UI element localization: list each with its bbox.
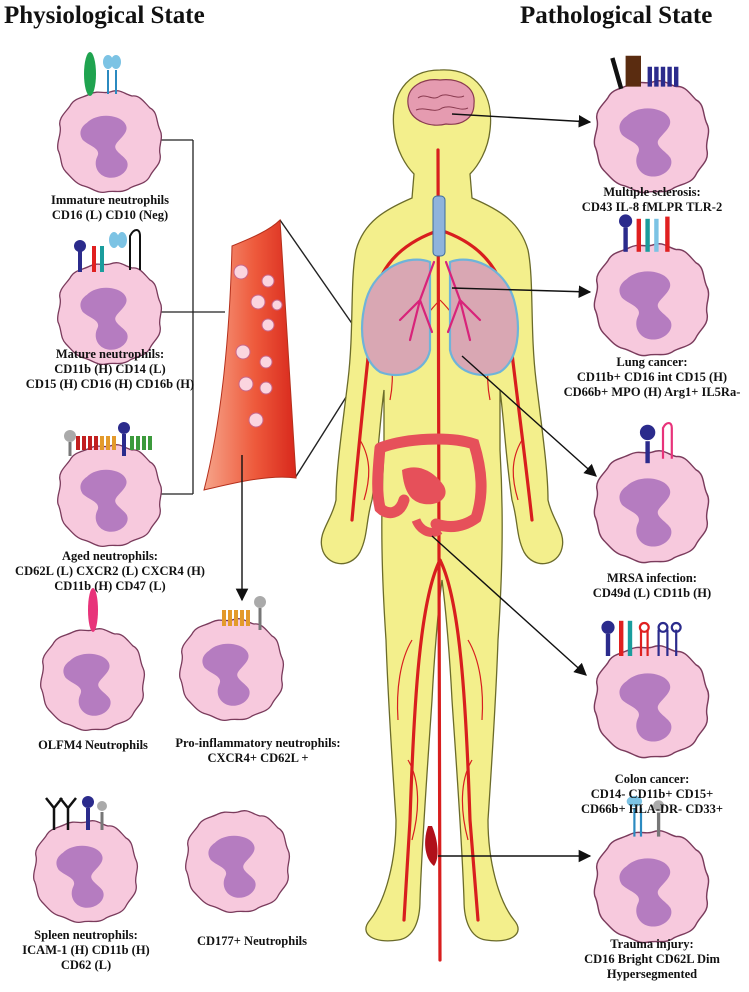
cell-label-line: Trauma injury: xyxy=(610,937,694,951)
cell-label-line: CD62L (L) CXCR2 (L) CXCR4 (H) xyxy=(15,564,205,578)
neutrophil-cell-proinflammatory xyxy=(178,596,285,722)
neutrophil-cell-lung xyxy=(593,214,710,357)
cell-label-line: ICAM-1 (H) CD11b (H) xyxy=(22,943,150,957)
cell-label-line: Spleen neutrophils: xyxy=(34,928,138,942)
cell-label-line: CD177+ Neutrophils xyxy=(196,934,308,948)
cell-label-line: Lung cancer: xyxy=(616,355,688,369)
cell-label-line: CD62 (L) xyxy=(60,958,112,972)
cell-label-line: OLFM4 Neutrophils xyxy=(38,738,148,752)
cell-label-line: CD11b (H) CD47 (L) xyxy=(54,579,166,593)
cell-label-olfm4: OLFM4 Neutrophils xyxy=(38,738,148,753)
cell-label-line: CD43 IL-8 fMLPR TLR-2 xyxy=(581,200,723,214)
pathological-heading: Pathological State xyxy=(520,2,713,29)
brain-icon xyxy=(407,79,475,126)
cell-label-line: CD11b+ CD16 int CD15 (H) xyxy=(576,370,728,384)
cell-label-line: Colon cancer: xyxy=(614,772,690,786)
cell-label-line: Mature neutrophils: xyxy=(55,347,165,361)
physiological-heading: Physiological State xyxy=(4,2,205,29)
cell-label-lung: Lung cancer:CD11b+ CD16 int CD15 (H)CD66… xyxy=(564,355,741,400)
cell-label-line: CD66b+ HLA-DR- CD33+ xyxy=(580,802,724,816)
leg-injury-icon xyxy=(425,826,438,866)
cell-label-line: CD66b+ MPO (H) Arg1+ IL5Ra- xyxy=(563,385,741,399)
human-body xyxy=(320,69,564,962)
cell-label-line: CD15 (H) CD16 (H) CD16b (H) xyxy=(25,377,195,391)
cell-label-aged: Aged neutrophils:CD62L (L) CXCR2 (L) CXC… xyxy=(15,549,205,594)
neutrophil-cell-mature xyxy=(56,229,163,366)
neutrophil-cell-cd177 xyxy=(184,810,291,914)
cell-label-line: MRSA infection: xyxy=(607,571,697,585)
cell-label-line: Pro-inflammatory neutrophils: xyxy=(175,736,341,750)
neutrophil-cell-ms xyxy=(593,55,710,194)
cell-label-spleen: Spleen neutrophils:ICAM-1 (H) CD11b (H)C… xyxy=(22,928,149,973)
cell-label-line: Immature neutrophils xyxy=(51,193,169,207)
cell-label-line: CD16 (L) CD10 (Neg) xyxy=(51,208,169,222)
cell-label-line: CD14- CD11b+ CD15+ xyxy=(590,787,714,801)
cell-label-colon: Colon cancer:CD14- CD11b+ CD15+CD66b+ HL… xyxy=(581,772,723,817)
cell-label-line: CD11b (H) CD14 (L) xyxy=(54,362,166,376)
cell-label-line: CD16 Bright CD62L Dim xyxy=(584,952,720,966)
neutrophil-cell-mrsa xyxy=(593,421,710,564)
neutrophil-cell-immature xyxy=(56,52,163,194)
cell-label-mrsa: MRSA infection:CD49d (L) CD11b (H) xyxy=(593,571,711,601)
blood-vessel-illustration xyxy=(203,218,361,602)
cell-label-ms: Multiple sclerosis:CD43 IL-8 fMLPR TLR-2 xyxy=(582,185,722,215)
intestine-icon xyxy=(372,433,487,537)
cell-label-proinflammatory: Pro-inflammatory neutrophils:CXCR4+ CD62… xyxy=(175,736,340,766)
cell-label-line: Hypersegmented xyxy=(606,967,698,981)
cell-label-line: CD49d (L) CD11b (H) xyxy=(592,586,712,600)
neutrophil-cell-colon xyxy=(593,620,710,759)
physiological-connectors xyxy=(158,139,225,495)
cell-label-line: Aged neutrophils: xyxy=(62,549,158,563)
neutrophil-cell-trauma xyxy=(593,795,710,944)
lungs-icon xyxy=(360,258,520,377)
cell-label-line: Multiple sclerosis: xyxy=(603,185,701,199)
cell-label-mature: Mature neutrophils:CD11b (H) CD14 (L)CD1… xyxy=(26,347,194,392)
neutrophil-cells xyxy=(32,52,710,944)
neutrophil-cell-olfm4 xyxy=(39,588,146,732)
cell-label-cd177: CD177+ Neutrophils xyxy=(197,934,307,949)
pathological-arrows xyxy=(431,113,597,863)
neutrophil-cell-spleen xyxy=(32,796,139,924)
neutrophil-cell-aged xyxy=(56,422,163,548)
cell-label-line: CXCR4+ CD62L + xyxy=(207,751,309,765)
